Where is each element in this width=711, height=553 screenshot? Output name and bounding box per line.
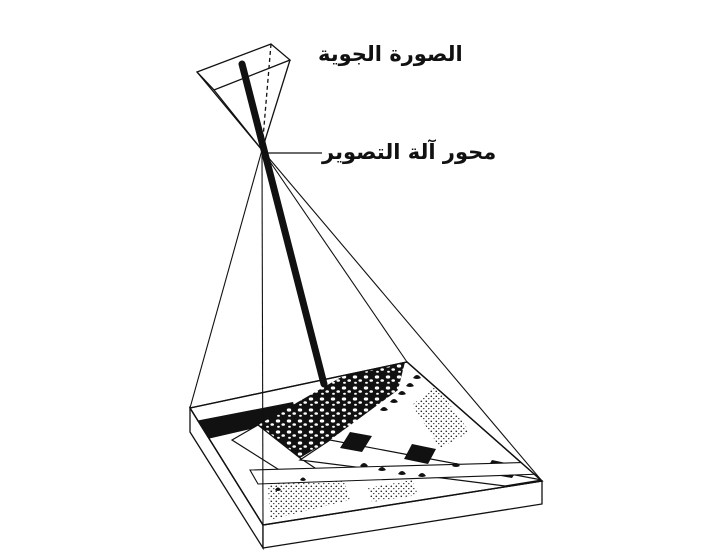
camera-axis-line <box>242 64 324 384</box>
aerial-photo-label: الصورة الجوية <box>318 42 463 66</box>
aerial-photo-frame <box>197 44 290 150</box>
camera-axis-label: محور آلة التصوير <box>322 140 496 164</box>
ground-terrain-block <box>190 362 542 548</box>
